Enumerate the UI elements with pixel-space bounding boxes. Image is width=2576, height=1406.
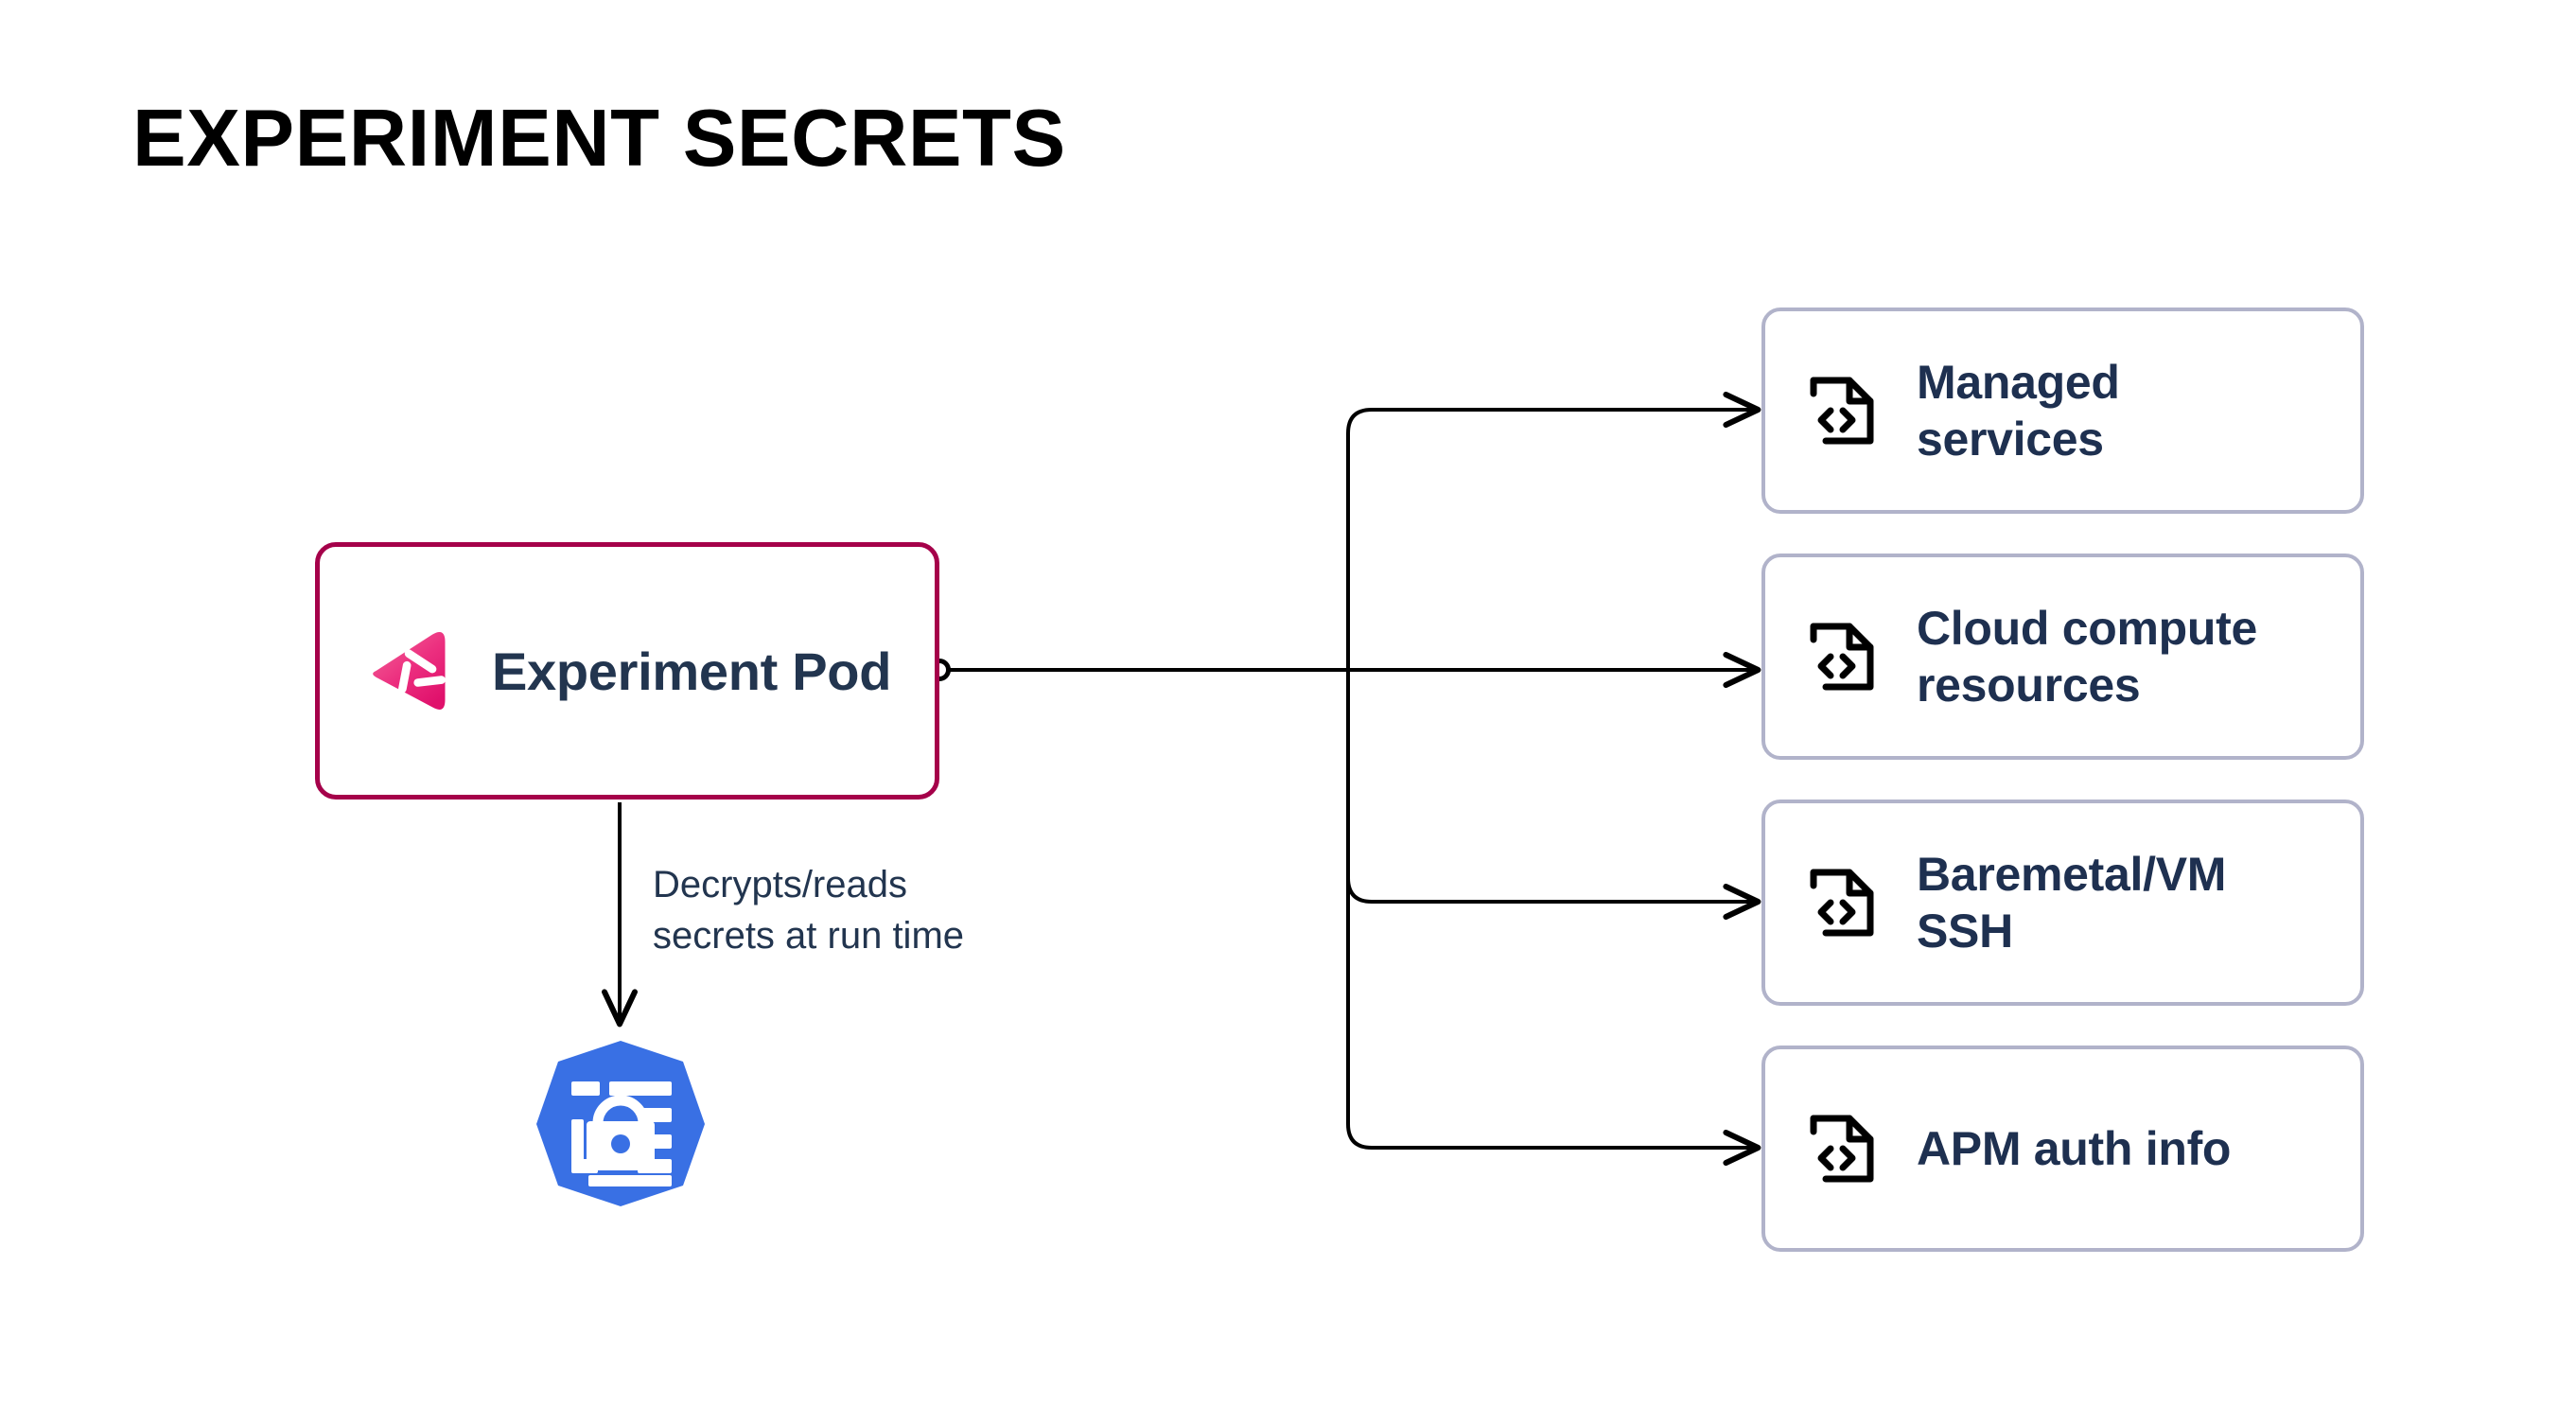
target-card-label-line-2: services bbox=[1917, 413, 2104, 466]
page-title: EXPERIMENT SECRETS bbox=[132, 94, 1066, 184]
kubernetes-secret-node[interactable]: secret bbox=[532, 1036, 710, 1223]
target-card-label-line-1: Baremetal/VM bbox=[1917, 848, 2227, 901]
target-card-apm-auth-info[interactable]: APM auth info bbox=[1761, 1046, 2364, 1252]
target-card-managed-services[interactable]: Managed services bbox=[1761, 308, 2364, 514]
edge-trunk-to-card-3 bbox=[1346, 670, 1761, 1166]
code-file-icon bbox=[1807, 1111, 1877, 1186]
target-card-label-line-2: resources bbox=[1917, 659, 2141, 712]
target-card-label-line-1: Managed bbox=[1917, 356, 2120, 409]
target-card-label: APM auth info bbox=[1917, 1120, 2231, 1177]
edge-trunk-to-card-2 bbox=[1346, 670, 1761, 920]
target-card-label-line-2: SSH bbox=[1917, 905, 2013, 958]
edge-trunk-to-card-0 bbox=[1346, 392, 1761, 670]
code-file-icon bbox=[1807, 373, 1877, 448]
target-card-label: Managed services bbox=[1917, 354, 2120, 467]
edge-label-line-1: Decrypts/reads bbox=[653, 864, 907, 905]
edge-label-line-2: secrets at run time bbox=[653, 915, 965, 957]
target-card-label: Baremetal/VM SSH bbox=[1917, 846, 2226, 959]
code-file-icon bbox=[1807, 865, 1877, 940]
target-card-baremetal-vm-ssh[interactable]: Baremetal/VM SSH bbox=[1761, 800, 2364, 1006]
experiment-pod-node[interactable]: Experiment Pod bbox=[315, 542, 939, 800]
experiment-pod-label: Experiment Pod bbox=[492, 641, 892, 701]
kubernetes-secret-icon: secret bbox=[536, 1041, 705, 1223]
target-card-cloud-compute-resources[interactable]: Cloud compute resources bbox=[1761, 554, 2364, 760]
target-card-label-line-1: APM auth info bbox=[1917, 1122, 2232, 1175]
secret-label: secret bbox=[586, 1199, 656, 1223]
gremlin-logo-icon bbox=[365, 625, 456, 716]
target-card-label: Cloud compute resources bbox=[1917, 600, 2257, 713]
code-file-icon bbox=[1807, 619, 1877, 694]
edge-label-decrypts-reads: Decrypts/reads secrets at run time bbox=[653, 859, 1050, 961]
target-card-label-line-1: Cloud compute bbox=[1917, 602, 2257, 655]
